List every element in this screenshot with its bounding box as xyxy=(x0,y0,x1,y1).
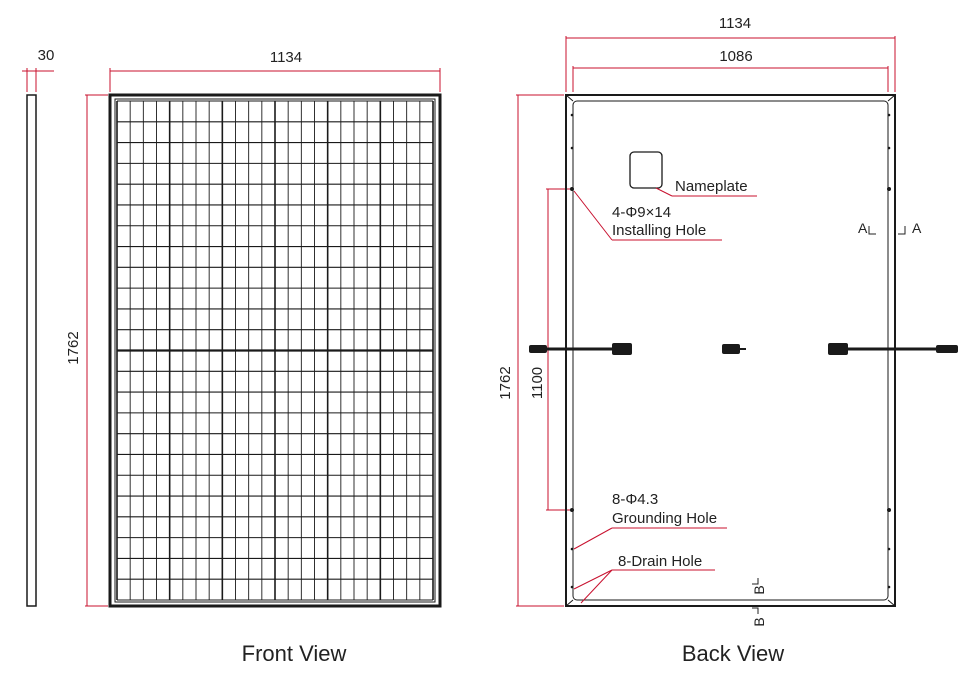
grounding-hole xyxy=(887,508,891,512)
installing-hole xyxy=(887,187,891,191)
drain-hole xyxy=(570,113,574,117)
connector-left-end xyxy=(529,345,547,353)
leader-line xyxy=(655,187,673,197)
section-b-bottom: B xyxy=(751,617,767,626)
frame-corners xyxy=(565,94,896,607)
section-b-bottom-mark xyxy=(752,607,759,614)
section-a-left-mark xyxy=(868,226,876,235)
back-height-dimension: 1762 xyxy=(497,366,514,399)
installing-hole-label: Installing Hole xyxy=(612,222,706,239)
installing-hole xyxy=(570,187,574,191)
grounding-hole-spec: 8-Φ4.3 xyxy=(612,491,658,508)
drain-hole xyxy=(570,146,574,150)
section-b-top: B xyxy=(751,585,767,594)
back-inner-width-dimension: 1086 xyxy=(719,48,752,65)
module-frame xyxy=(108,93,442,608)
leader-line xyxy=(573,527,613,550)
installing-hole-spec: 4-Φ9×14 xyxy=(612,204,671,221)
thickness-dimension: 30 xyxy=(38,47,55,64)
drain-hole xyxy=(887,547,891,551)
drain-hole xyxy=(887,585,891,589)
junction-box-middle xyxy=(722,344,740,354)
frame-holes xyxy=(570,113,891,589)
hole-spacing-dimension: 1100 xyxy=(529,367,546,399)
grounding-hole-label: Grounding Hole xyxy=(612,510,717,527)
front-view: 1134 1762 xyxy=(65,49,442,608)
junction-cables xyxy=(529,343,958,355)
drain-hole xyxy=(570,547,574,551)
back-outer-width-dimension: 1134 xyxy=(719,15,751,32)
side-view: 30 xyxy=(22,47,55,607)
junction-box-right xyxy=(828,343,848,355)
drain-hole-label: 8-Drain Hole xyxy=(618,553,702,570)
back-view-title: Back View xyxy=(682,641,784,666)
cell-grid xyxy=(116,100,434,601)
back-view: 1134 1086 1762 1100 xyxy=(497,15,958,627)
section-a-right: A xyxy=(912,220,922,236)
nameplate-label: Nameplate xyxy=(675,178,748,195)
front-view-title: Front View xyxy=(242,641,347,666)
drain-hole xyxy=(887,146,891,150)
section-a-left: A xyxy=(858,220,868,236)
module-inner-frame xyxy=(114,98,436,603)
junction-box-left xyxy=(612,343,632,355)
section-b-top-mark xyxy=(752,578,759,585)
grounding-hole xyxy=(570,508,574,512)
section-a-right-mark xyxy=(898,226,906,235)
leader-line xyxy=(580,569,613,604)
nameplate-box xyxy=(629,151,663,189)
side-profile xyxy=(26,94,37,607)
leader-line xyxy=(573,190,613,241)
drain-hole xyxy=(570,585,574,589)
drain-hole xyxy=(887,113,891,117)
front-height-dimension: 1762 xyxy=(65,331,82,364)
front-width-dimension: 1134 xyxy=(270,49,302,66)
leader-line xyxy=(573,569,613,590)
connector-right-end xyxy=(936,345,958,353)
